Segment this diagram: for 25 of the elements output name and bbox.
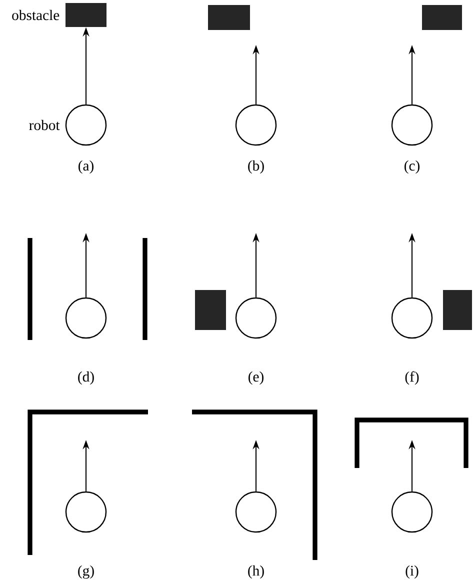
robot-circle [391, 104, 433, 146]
panel-label: (d) [78, 371, 94, 385]
obstacle-block [195, 290, 226, 330]
panel-label: (f) [405, 371, 419, 385]
robot-circle [65, 104, 107, 146]
robot-circle [65, 491, 107, 533]
obstacle-block [443, 290, 472, 330]
panel-label: (e) [248, 371, 264, 385]
robot-circle [391, 491, 433, 533]
robot-circle [235, 297, 277, 339]
panel-label: (b) [248, 160, 264, 174]
robot-circle [235, 491, 277, 533]
panel-label: (a) [78, 160, 94, 174]
node-label: obstacle [12, 10, 60, 20]
robot-circle [235, 104, 277, 146]
panel-label: (i) [406, 565, 418, 579]
obstacle-block [208, 5, 250, 30]
panel-label: (c) [404, 160, 420, 174]
robot-circle [65, 297, 107, 339]
obstacle-block [422, 5, 462, 30]
node-label: robot [29, 120, 60, 130]
panel-label: (h) [248, 565, 264, 579]
panel-label: (g) [78, 565, 94, 579]
robot-circle [391, 297, 433, 339]
obstacle-block [66, 3, 106, 27]
